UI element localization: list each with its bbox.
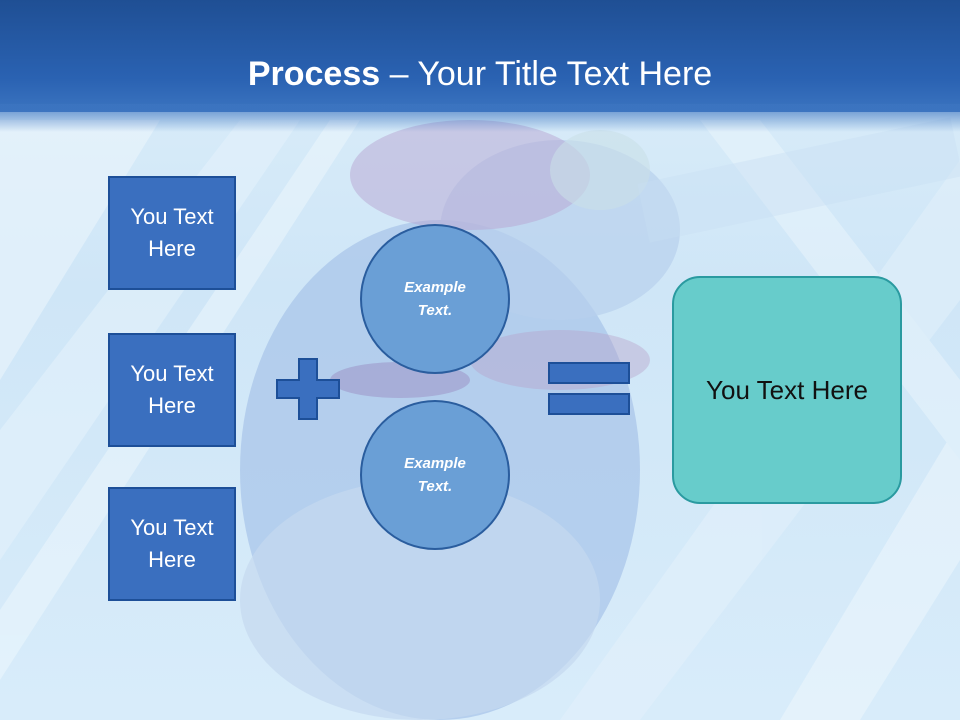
example-circle-1-line1: Example (404, 279, 466, 296)
example-circle-2-line1: Example (404, 455, 466, 472)
header-bar (0, 0, 960, 112)
result-text: You Text Here (706, 374, 868, 405)
example-circle-1-line2: Text. (417, 302, 453, 319)
left-box-3-line1: You Text (130, 515, 214, 540)
example-circle-2-line2: Text. (417, 478, 453, 495)
result-box: You Text Here (672, 276, 902, 504)
left-box-1-line1: You Text (130, 204, 214, 229)
left-box-3-line2: Here (148, 547, 196, 572)
plus-icon (276, 358, 340, 420)
equals-icon (548, 362, 630, 415)
header-fade (0, 104, 960, 132)
title-strong: Process (247, 55, 381, 93)
title-rest: – Your Title Text Here (380, 55, 713, 93)
left-box-2-line1: You Text (130, 361, 214, 386)
left-box-2-line2: Here (148, 393, 196, 418)
left-box-1-line2: Here (148, 236, 196, 261)
slide-title: Process – Your Title Text Here (0, 52, 960, 96)
